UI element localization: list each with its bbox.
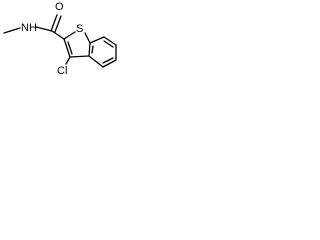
c7-c6-bond — [103, 36, 117, 46]
c2-c3-bond — [63, 38, 71, 58]
c7-c6-inner-bond — [103, 40, 114, 48]
atom-cl-label: Cl — [57, 65, 67, 77]
c3a-c7a-inner-bond — [91, 45, 94, 54]
atom-n-label: N — [21, 22, 29, 34]
c5-c4-inner-bond — [102, 57, 114, 64]
n-carbonyl-bond — [35, 26, 53, 32]
c4-c3a-bond — [88, 55, 104, 68]
c3-c3a-bond — [69, 55, 90, 58]
c7a-c7-bond — [89, 36, 105, 44]
c3a-c7a-bond — [88, 42, 91, 57]
atom-s-label: S — [76, 23, 83, 35]
atom-h-label: H — [29, 22, 37, 34]
carbonyl-c2-bond — [51, 30, 65, 40]
c5-c4-bond — [102, 59, 117, 68]
c2-s-bond — [63, 31, 76, 40]
carbonyl-double-bond-a — [50, 14, 58, 32]
s-c7a-bond — [84, 32, 91, 44]
n-methyl-bond — [3, 27, 21, 34]
atom-o-label: O — [55, 1, 64, 13]
carbonyl-double-bond-b — [54, 15, 62, 33]
molecule-structure: N H O S Cl — [3, 1, 117, 77]
c2-c3-inner-bond — [67, 41, 73, 55]
c3-cl-bond — [65, 56, 71, 65]
